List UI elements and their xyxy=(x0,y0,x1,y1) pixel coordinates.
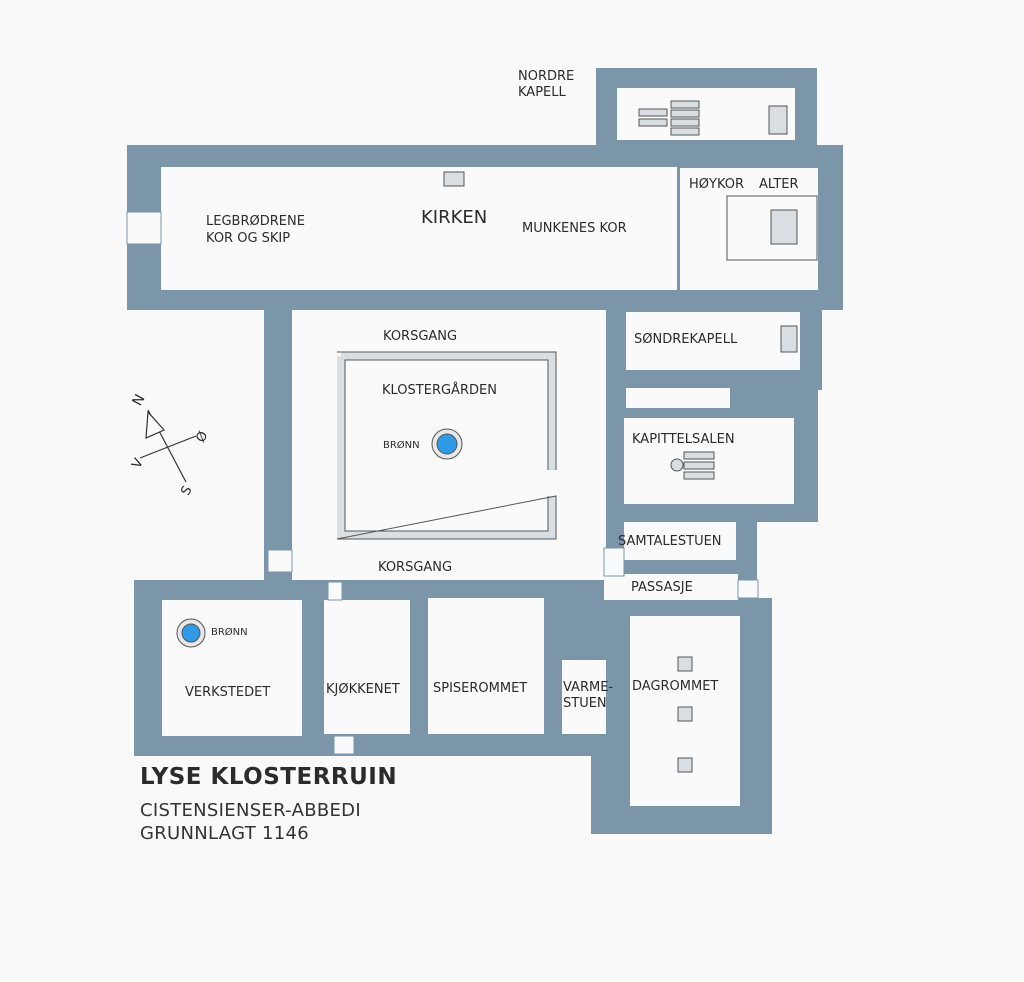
passage-door xyxy=(603,547,625,577)
passage-floor xyxy=(604,574,738,600)
kitchen-floor xyxy=(324,600,410,734)
label-nordre-kapell-2: KAPELL xyxy=(518,85,566,100)
furnishings xyxy=(443,100,818,773)
label-kjokkenet: KJØKKENET xyxy=(326,682,400,697)
label-varmestuen-1: VARME- xyxy=(563,680,613,695)
label-sondrekapell: SØNDREKAPELL xyxy=(634,332,738,347)
refectory-floor xyxy=(428,598,544,734)
well-cloister xyxy=(436,433,458,455)
map-subtitle-1: CISTENSIENSER-ABBEDI xyxy=(140,800,361,821)
pillar-2 xyxy=(677,706,693,722)
map-title: LYSE KLOSTERRUIN xyxy=(140,764,398,790)
chapter-seat xyxy=(670,458,684,472)
chapter-bench-3 xyxy=(683,471,715,480)
workshop-floor xyxy=(162,600,302,736)
west-door xyxy=(126,211,162,245)
bench-5 xyxy=(670,118,700,127)
label-bronn-2: BRØNN xyxy=(211,626,248,638)
wells xyxy=(176,428,463,648)
east-door xyxy=(737,579,759,599)
label-bronn-1: BRØNN xyxy=(383,439,420,451)
chapter-bench-1 xyxy=(683,451,715,460)
label-spiserommet: SPISEROMMET xyxy=(433,681,527,696)
chapter-house-floor xyxy=(624,418,794,504)
label-verkstedet: VERKSTEDET xyxy=(185,685,270,700)
altar-base xyxy=(443,171,465,187)
south-chapel-floor xyxy=(626,312,800,370)
compass-n: N xyxy=(129,392,148,409)
label-kirken: KIRKEN xyxy=(421,207,487,228)
parlour-floor xyxy=(624,522,736,560)
openings xyxy=(126,211,759,755)
label-munkenes-kor: MUNKENES KOR xyxy=(522,221,627,236)
cloister-inner-wall xyxy=(337,352,556,539)
label-varmestuen-2: STUEN xyxy=(563,696,607,711)
label-korsgang-north: KORSGANG xyxy=(383,329,457,344)
compass xyxy=(139,409,197,483)
warming-room-floor xyxy=(562,660,606,734)
pillar-1 xyxy=(677,656,693,672)
compass-s: S xyxy=(178,484,195,498)
label-korsgang-south: KORSGANG xyxy=(378,560,452,575)
pillar-3 xyxy=(677,757,693,773)
cloister-inner-outline xyxy=(336,351,557,540)
chapter-bench-2 xyxy=(683,461,715,470)
compass-o: Ø xyxy=(193,429,211,445)
compass-v: V xyxy=(129,456,146,471)
high-altar xyxy=(770,209,798,245)
label-passasje: PASSASJE xyxy=(631,580,693,595)
bench-3 xyxy=(670,100,700,109)
label-legbrodrene-2: KOR OG SKIP xyxy=(206,231,290,246)
label-hoykor: HØYKOR xyxy=(689,177,744,192)
compass-arrow-icon xyxy=(145,410,165,439)
compass-ew-line xyxy=(139,435,197,459)
north-chapel-altar xyxy=(768,105,788,135)
bench-6 xyxy=(670,127,700,136)
label-dagrommet: DAGROMMET xyxy=(632,679,718,694)
label-samtalestuen: SAMTALESTUEN xyxy=(618,534,722,549)
passage-south-chapel xyxy=(626,388,730,408)
label-nordre-kapell-1: NORDRE xyxy=(518,69,574,84)
nave-floor xyxy=(161,167,677,290)
bench-4 xyxy=(670,109,700,118)
west-range-door xyxy=(267,549,293,573)
label-kapittelsalen: KAPITTELSALEN xyxy=(632,432,735,447)
west-range-wall xyxy=(264,308,292,588)
cloister-inner xyxy=(337,352,556,539)
label-legbrodrene-1: LEGBRØDRENE xyxy=(206,214,305,229)
kitchen-door xyxy=(327,581,343,601)
labels: NORDRE KAPELL KIRKEN LEGBRØDRENE KOR OG … xyxy=(129,69,798,711)
well-workshop xyxy=(181,623,201,643)
bench-1 xyxy=(638,108,668,117)
south-chapel-altar xyxy=(780,325,798,353)
bench-2 xyxy=(638,118,668,127)
label-klostergarden: KLOSTERGÅRDEN xyxy=(382,382,497,398)
kitchen-south-door xyxy=(333,735,355,755)
map-subtitle-2: GRUNNLAGT 1146 xyxy=(140,823,310,844)
label-alter: ALTER xyxy=(759,177,799,192)
